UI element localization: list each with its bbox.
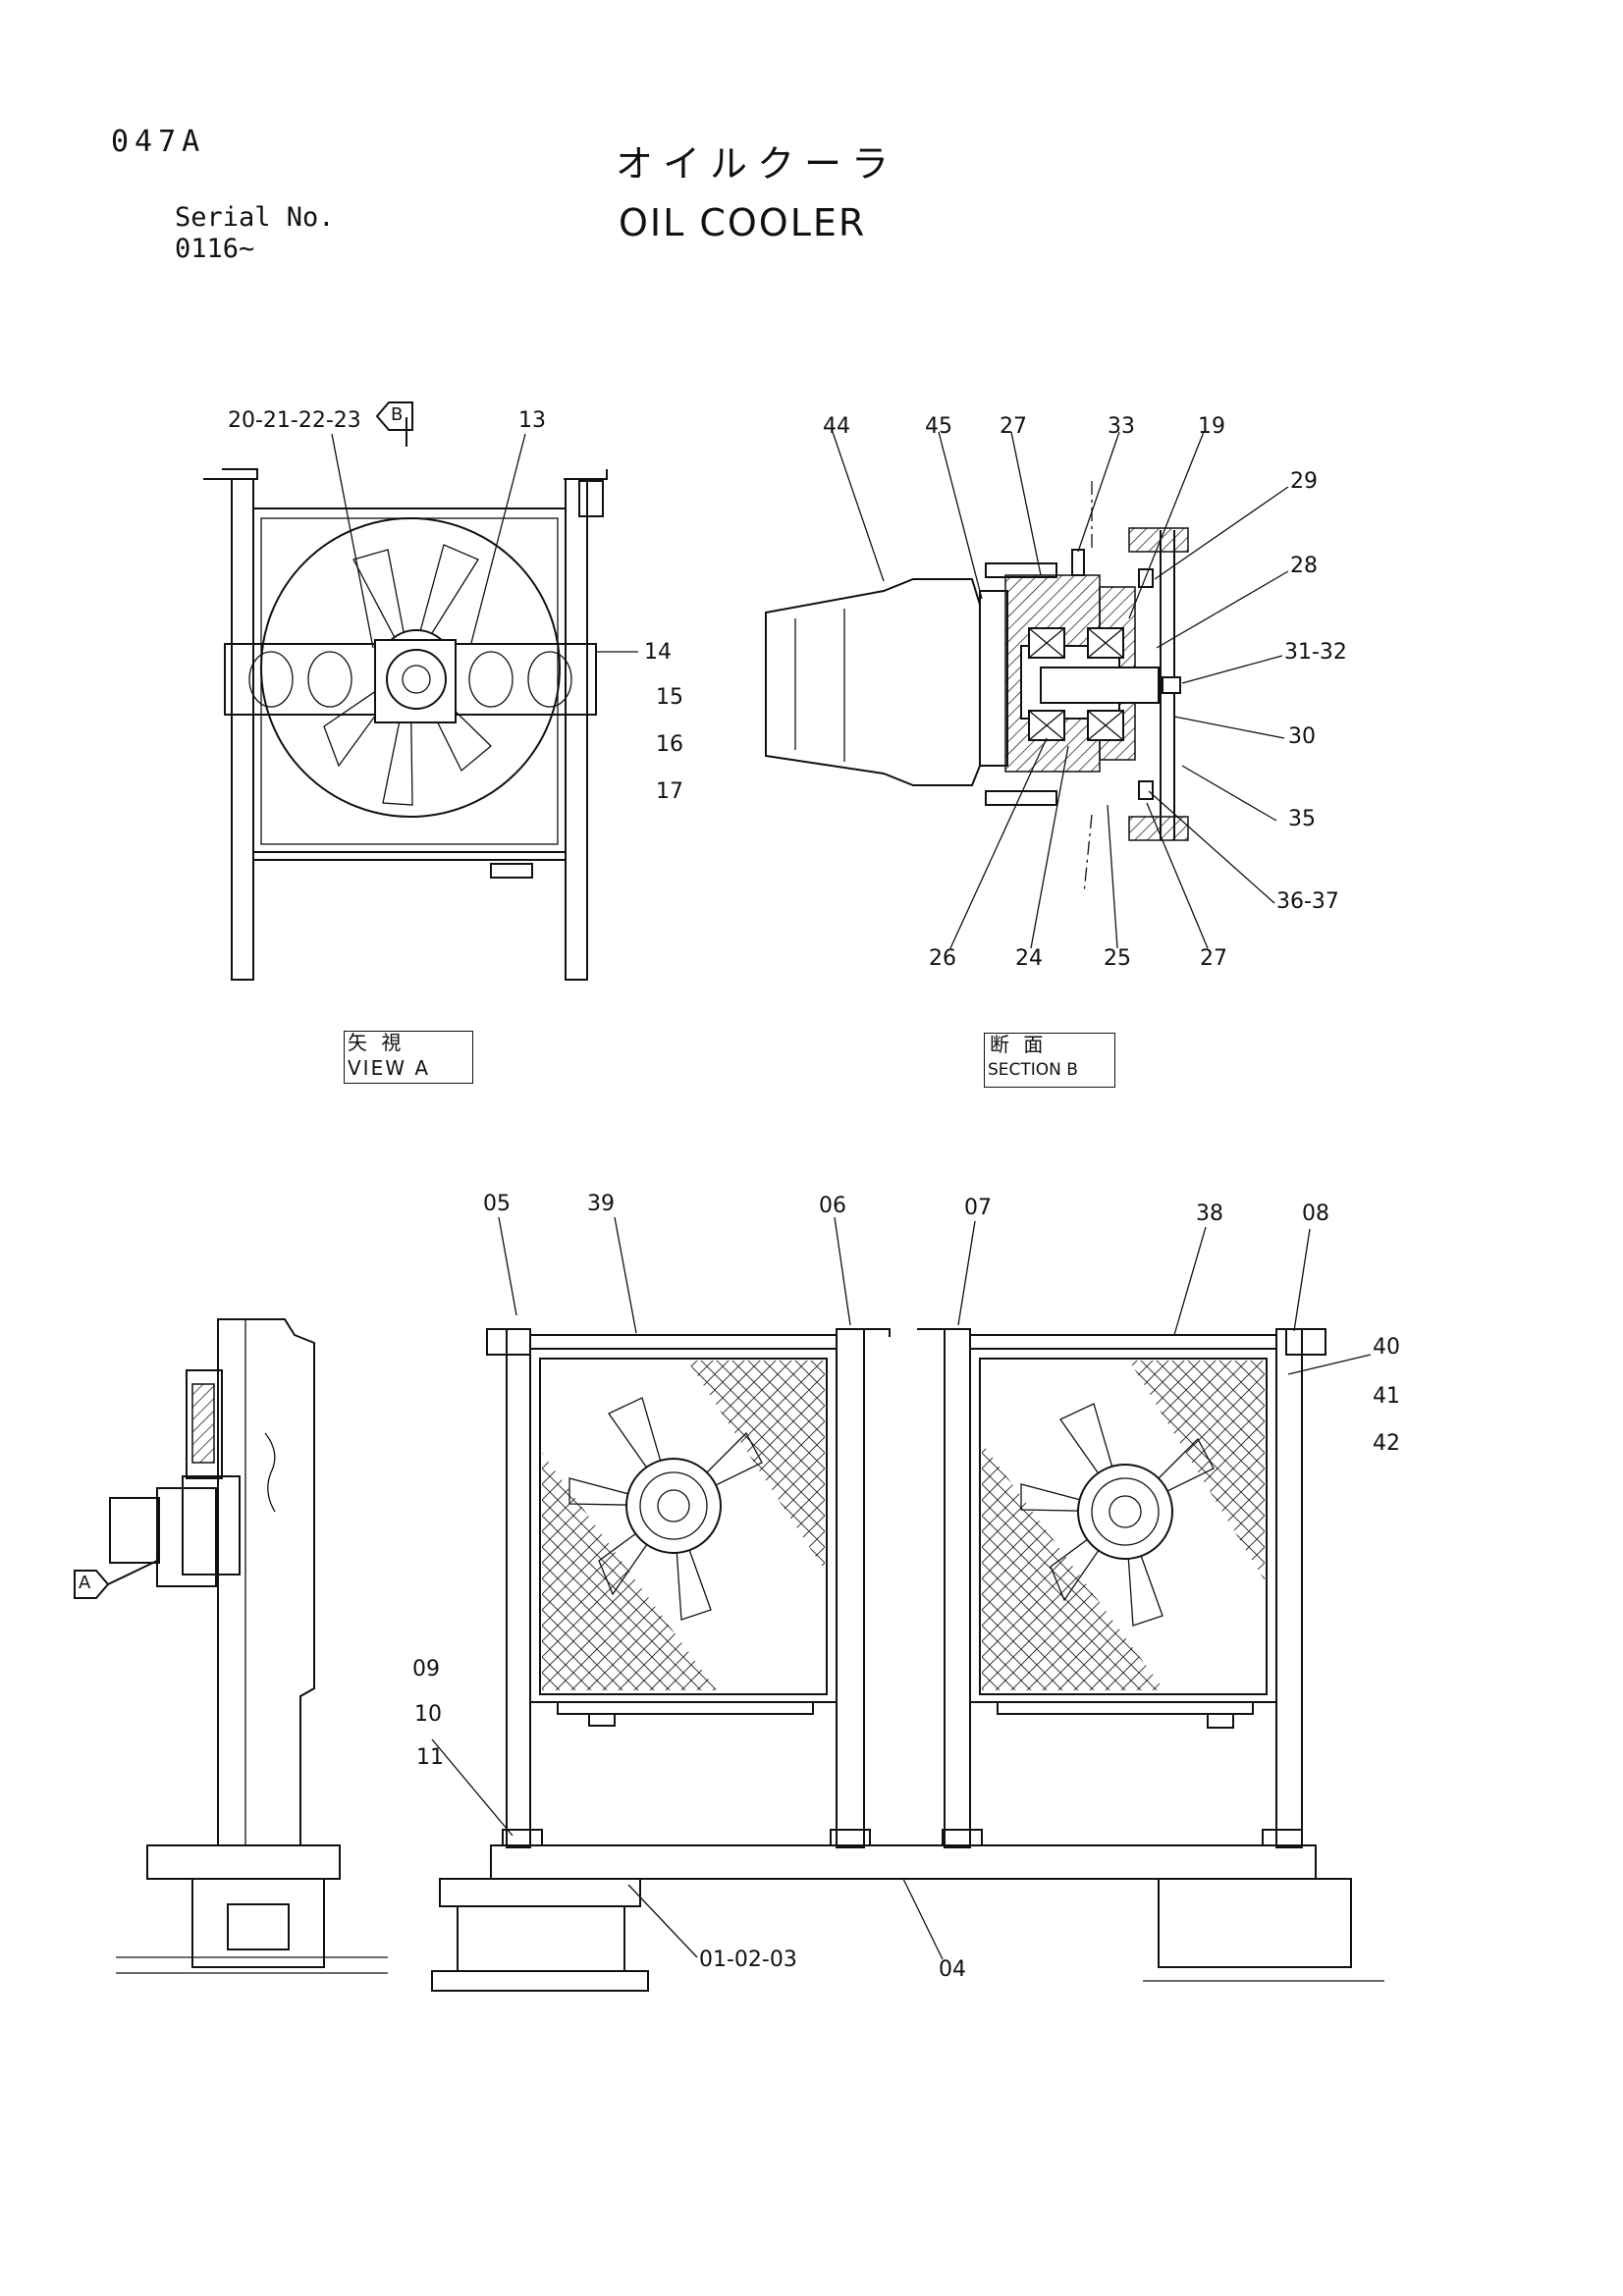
side-view-drawing xyxy=(74,1318,388,1974)
part-label-19: 19 xyxy=(1198,414,1225,439)
part-label-10: 10 xyxy=(414,1702,442,1727)
part-label-13: 13 xyxy=(518,408,546,433)
part-label-14: 14 xyxy=(644,640,672,665)
part-label-44: 44 xyxy=(823,414,850,439)
section-b-caption xyxy=(984,1033,1115,1088)
part-label-42: 42 xyxy=(1373,1431,1400,1456)
part-label-24: 24 xyxy=(1015,946,1043,971)
page-code: 047A xyxy=(111,125,206,159)
part-label-40: 40 xyxy=(1373,1335,1400,1360)
part-label-26: 26 xyxy=(929,946,956,971)
part-label-25: 25 xyxy=(1104,946,1131,971)
part-label-08: 08 xyxy=(1302,1201,1329,1226)
part-label-15: 15 xyxy=(656,685,683,710)
part-label-36-37: 36-37 xyxy=(1276,889,1339,914)
part-label-28: 28 xyxy=(1290,554,1318,578)
view-a-caption-en: VIEW A xyxy=(348,1056,431,1080)
part-label-41: 41 xyxy=(1373,1384,1400,1409)
part-label-29: 29 xyxy=(1290,469,1318,494)
part-label-39: 39 xyxy=(587,1192,615,1216)
b-marker: B xyxy=(391,404,404,425)
part-label-09: 09 xyxy=(412,1657,440,1682)
part-label-05: 05 xyxy=(483,1192,511,1216)
part-label-16: 16 xyxy=(656,732,683,757)
front-assembly-drawing xyxy=(431,1216,1384,1992)
part-label-01-03: 01-02-03 xyxy=(699,1948,797,1972)
part-label-11: 11 xyxy=(416,1745,444,1770)
serial-value: 0116~ xyxy=(175,234,255,264)
a-marker: A xyxy=(79,1573,91,1593)
part-label-30: 30 xyxy=(1288,724,1316,749)
part-label-45: 45 xyxy=(925,414,952,439)
view-a-caption xyxy=(344,1031,473,1084)
part-label-27-top: 27 xyxy=(1000,414,1027,439)
title-en: OIL COOLER xyxy=(619,201,867,244)
title-jp: オイルクーラ xyxy=(616,142,899,186)
part-label-38: 38 xyxy=(1196,1201,1223,1226)
view-a-caption-jp: 矢 視 xyxy=(348,1031,406,1054)
part-label-07: 07 xyxy=(964,1196,992,1220)
part-label-27-bottom: 27 xyxy=(1200,946,1227,971)
serial-label: Serial No. xyxy=(175,202,335,233)
part-label-20-23: 20-21-22-23 xyxy=(228,408,361,433)
view-a-drawing xyxy=(203,401,638,981)
part-label-35: 35 xyxy=(1288,807,1316,831)
part-label-06: 06 xyxy=(819,1194,846,1218)
part-label-31-32: 31-32 xyxy=(1284,640,1347,665)
section-b-drawing xyxy=(765,431,1289,949)
part-label-17: 17 xyxy=(656,779,683,804)
section-b-caption-en: SECTION B xyxy=(988,1060,1078,1080)
part-label-33: 33 xyxy=(1108,414,1135,439)
section-b-caption-jp: 断 面 xyxy=(990,1033,1048,1056)
part-label-04: 04 xyxy=(939,1957,966,1982)
